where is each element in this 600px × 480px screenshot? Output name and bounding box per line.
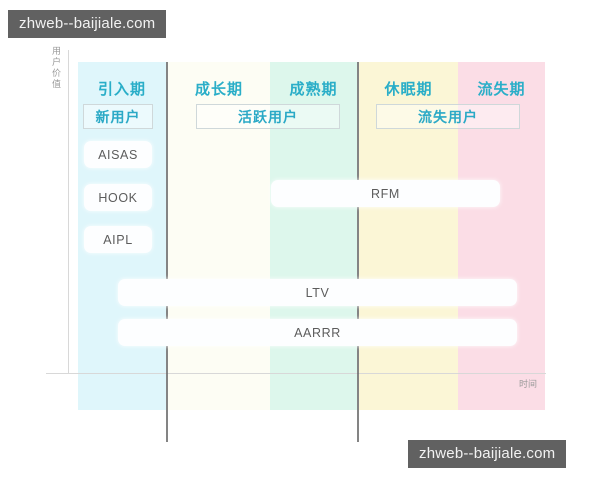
stage-title-maturity: 成熟期 [289,80,338,98]
x-axis-line [46,373,546,374]
stage-divider-1 [166,62,168,442]
framework-pill-aarrr: AARRR [118,319,517,346]
watermark-bottom: zhweb--baijiale.com [408,440,567,468]
stage-column-churn [458,62,545,410]
y-axis-line [68,50,69,374]
framework-pill-aisas: AISAS [84,141,152,168]
stage-column-dormant [359,62,458,410]
stage-column-growth [168,62,270,410]
stage-title-churn: 流失期 [477,80,526,98]
framework-pill-aipl: AIPL [84,226,152,253]
framework-pill-hook: HOOK [84,184,152,211]
stage-title-dormant: 休眠期 [384,80,433,98]
stage-title-growth: 成长期 [194,80,243,98]
framework-pill-rfm: RFM [271,180,500,207]
framework-pill-ltv: LTV [118,279,517,306]
stage-title-introduction: 引入期 [97,80,146,98]
segment-box-churn-user: 流失用户 [376,104,520,129]
stage-column-maturity [270,62,357,410]
y-axis-label: 用户价值 [51,47,61,90]
watermark-top: zhweb--baijiale.com [8,10,167,38]
segment-box-active-user: 活跃用户 [196,104,340,129]
stage-divider-2 [357,62,359,442]
x-axis-label: 时间 [519,380,538,390]
segment-box-new-user: 新用户 [83,104,153,129]
